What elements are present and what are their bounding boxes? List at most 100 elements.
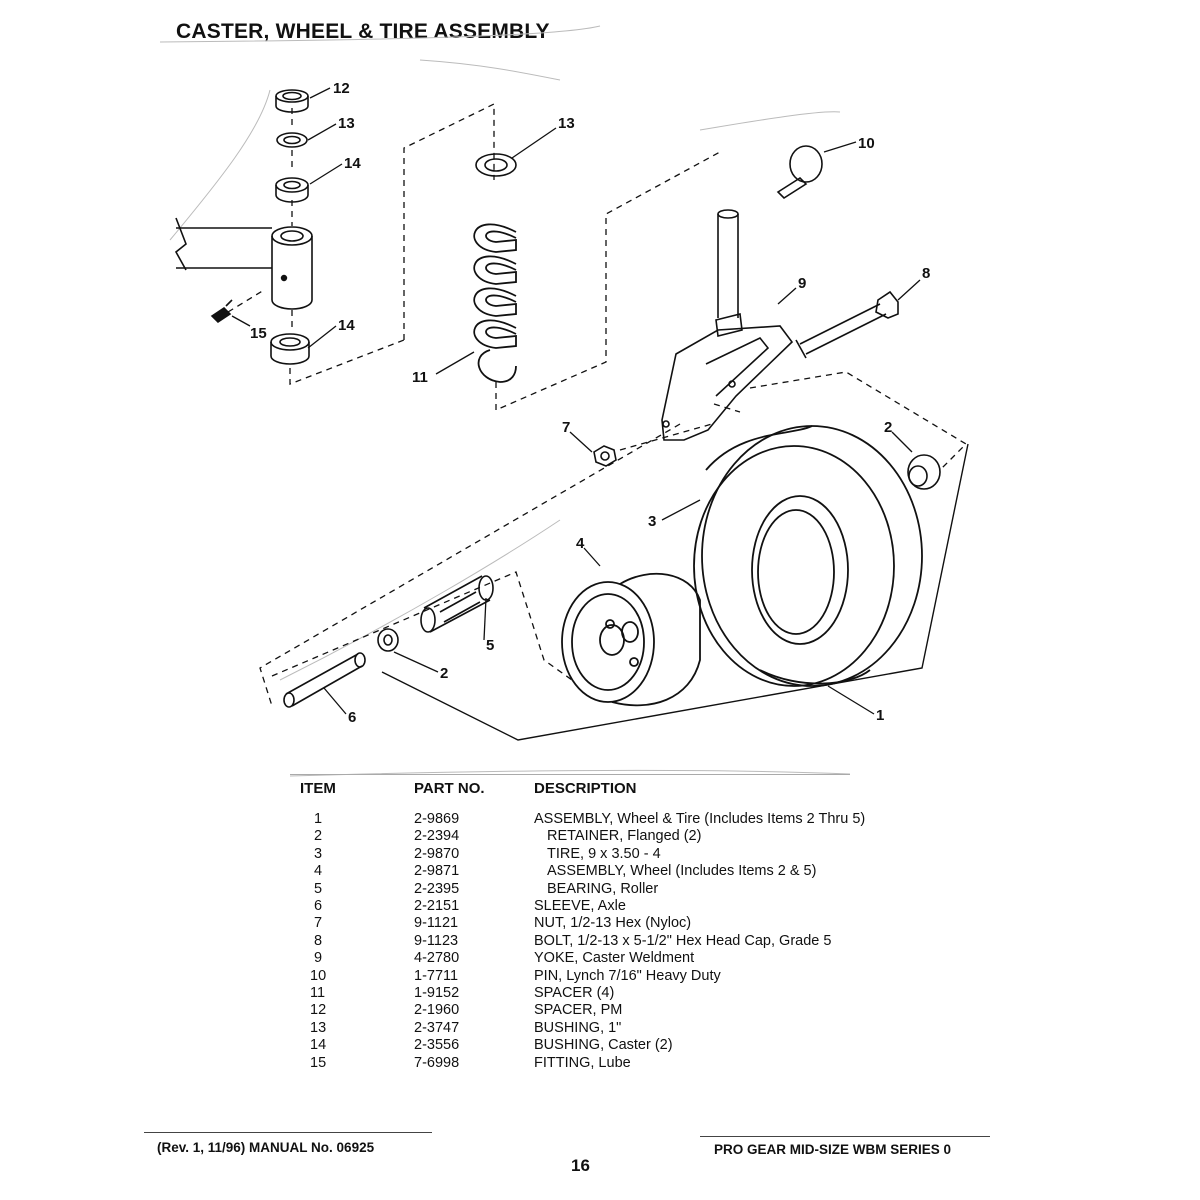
table-row: 7 9-1121 NUT, 1/2-13 Hex (Nyloc)	[282, 915, 942, 932]
part-number-cell: 1-7711	[414, 967, 459, 984]
table-row: 6 2-2151 SLEEVE, Axle	[282, 898, 942, 915]
item-number-cell: 4	[314, 863, 323, 880]
callout-11: 11	[412, 369, 428, 386]
callout-2-right: 2	[884, 419, 892, 436]
scan-edge-lines	[159, 25, 851, 777]
item-number-cell: 6	[314, 898, 323, 915]
header-part-no: PART NO.	[414, 780, 485, 797]
part-number-cell: 2-2394	[414, 828, 460, 845]
part-lube-fitting-15	[210, 299, 233, 324]
item-number-cell: 5	[314, 880, 323, 897]
callout-6: 6	[348, 709, 356, 726]
table-row: 2 2-2394 RETAINER, Flanged (2)	[282, 828, 942, 845]
exploded-assembly-diagram: 12 13 14 15 14 13 11 10 9 8 7 2 3 4 5 2 …	[159, 25, 969, 777]
part-number-cell: 2-3747	[414, 1019, 460, 1036]
callout-2-left: 2	[440, 665, 448, 682]
callout-3: 3	[648, 513, 656, 530]
part-number-cell: 9-1121	[414, 915, 459, 932]
table-row: 13 2-3747 BUSHING, 1"	[282, 1020, 942, 1037]
callouts: 12 13 14 15 14 13 11 10 9 8 7 2 3 4 5 2 …	[250, 80, 930, 726]
part-number-cell: 2-2395	[414, 880, 460, 897]
part-lynch-pin-10	[776, 145, 823, 200]
description-cell: ASSEMBLY, Wheel (Includes Items 2 & 5)	[547, 863, 817, 880]
description-cell: SLEEVE, Axle	[534, 898, 626, 915]
item-number-cell: 8	[314, 932, 323, 949]
table-row: 8 9-1123 BOLT, 1/2-13 x 5-1/2" Hex Head Ca…	[282, 933, 942, 950]
callout-10: 10	[858, 135, 875, 152]
callout-9: 9	[798, 275, 806, 292]
description-cell: BUSHING, Caster (2)	[534, 1037, 673, 1054]
leader-lines	[231, 87, 921, 715]
item-number-cell: 14	[310, 1037, 327, 1054]
description-cell: BEARING, Roller	[547, 880, 659, 897]
part-retainer-2-left	[377, 628, 399, 652]
yoke-dashed-guides	[259, 371, 968, 707]
description-cell: NUT, 1/2-13 Hex (Nyloc)	[534, 915, 692, 932]
wheel-dashed-guides	[271, 571, 573, 681]
description-cell: TIRE, 9 x 3.50 - 4	[547, 845, 661, 862]
page-number: 16	[571, 1156, 590, 1175]
table-row: 3 2-9870 TIRE, 9 x 3.50 - 4	[282, 846, 942, 863]
part-number-cell: 2-2151	[414, 898, 460, 915]
item-number-cell: 9	[314, 950, 323, 967]
item-number-cell: 3	[314, 845, 323, 862]
item-number-cell: 13	[310, 1019, 327, 1036]
table-row: 10 1-7711 PIN, Lynch 7/16" Heavy Duty	[282, 968, 942, 985]
part-number-cell: 1-9152	[414, 985, 460, 1002]
part-wheel-4	[561, 572, 701, 707]
part-number-cell: 4-2780	[414, 950, 460, 967]
part-axle-sleeve-6	[283, 652, 366, 708]
callout-8: 8	[922, 265, 930, 282]
callout-4: 4	[576, 535, 585, 552]
footer-divider-left	[144, 1132, 432, 1133]
callout-14-lower: 14	[338, 317, 355, 334]
header-item: ITEM	[300, 780, 336, 797]
part-bolt-8	[795, 290, 899, 359]
table-row: 12 2-1960 SPACER, PM	[282, 1002, 942, 1019]
header-description: DESCRIPTION	[534, 780, 637, 797]
callout-13: 13	[338, 115, 355, 132]
description-cell: FITTING, Lube	[534, 1054, 631, 1071]
callout-7: 7	[562, 419, 570, 436]
part-retainer-2-right	[907, 454, 941, 490]
item-number-cell: 7	[314, 915, 323, 932]
part-bushing-13-center	[475, 153, 517, 177]
part-number-cell: 2-3556	[414, 1037, 460, 1054]
description-cell: ASSEMBLY, Wheel & Tire (Includes Items 2…	[534, 811, 866, 827]
part-tire-3	[693, 425, 923, 687]
part-number-cell: 2-1960	[414, 1002, 460, 1019]
description-cell: BUSHING, 1"	[534, 1019, 622, 1036]
part-spacer-stack-11	[473, 223, 517, 383]
table-row: 4 2-9871 ASSEMBLY, Wheel (Includes Items 2…	[282, 863, 942, 880]
description-cell: BOLT, 1/2-13 x 5-1/2" Hex Head Cap, Grad…	[534, 932, 832, 949]
callout-15: 15	[250, 325, 267, 342]
part-number-cell: 2-9871	[414, 863, 460, 880]
table-row: 14 2-3556 BUSHING, Caster (2)	[282, 1037, 942, 1054]
item-number-cell: 10	[310, 967, 327, 984]
part-number-cell: 2-9870	[414, 845, 460, 862]
parts-table-header-row: ITEM PART NO. DESCRIPTION	[282, 780, 942, 811]
description-cell: SPACER, PM	[534, 1002, 623, 1019]
footer-series: PRO GEAR MID-SIZE WBM SERIES 0	[714, 1142, 952, 1157]
footer-divider-right	[700, 1136, 990, 1137]
part-bushing-caster-14-upper	[275, 177, 309, 203]
item-number-cell: 12	[310, 1002, 327, 1019]
table-row: 5 2-2395 BEARING, Roller	[282, 881, 942, 898]
callout-14: 14	[344, 155, 361, 172]
assembly-axis-lines	[227, 102, 721, 411]
item-number-cell: 1	[314, 811, 323, 827]
table-row: 9 4-2780 YOKE, Caster Weldment	[282, 950, 942, 967]
part-number-cell: 9-1123	[414, 932, 459, 949]
description-cell: YOKE, Caster Weldment	[534, 950, 695, 967]
callout-12: 12	[333, 80, 350, 97]
description-cell: SPACER (4)	[534, 985, 615, 1002]
item-number-cell: 2	[314, 828, 323, 845]
description-cell: RETAINER, Flanged (2)	[547, 828, 702, 845]
assembly-bracket-1	[381, 443, 969, 741]
description-cell: PIN, Lynch 7/16" Heavy Duty	[534, 967, 721, 984]
